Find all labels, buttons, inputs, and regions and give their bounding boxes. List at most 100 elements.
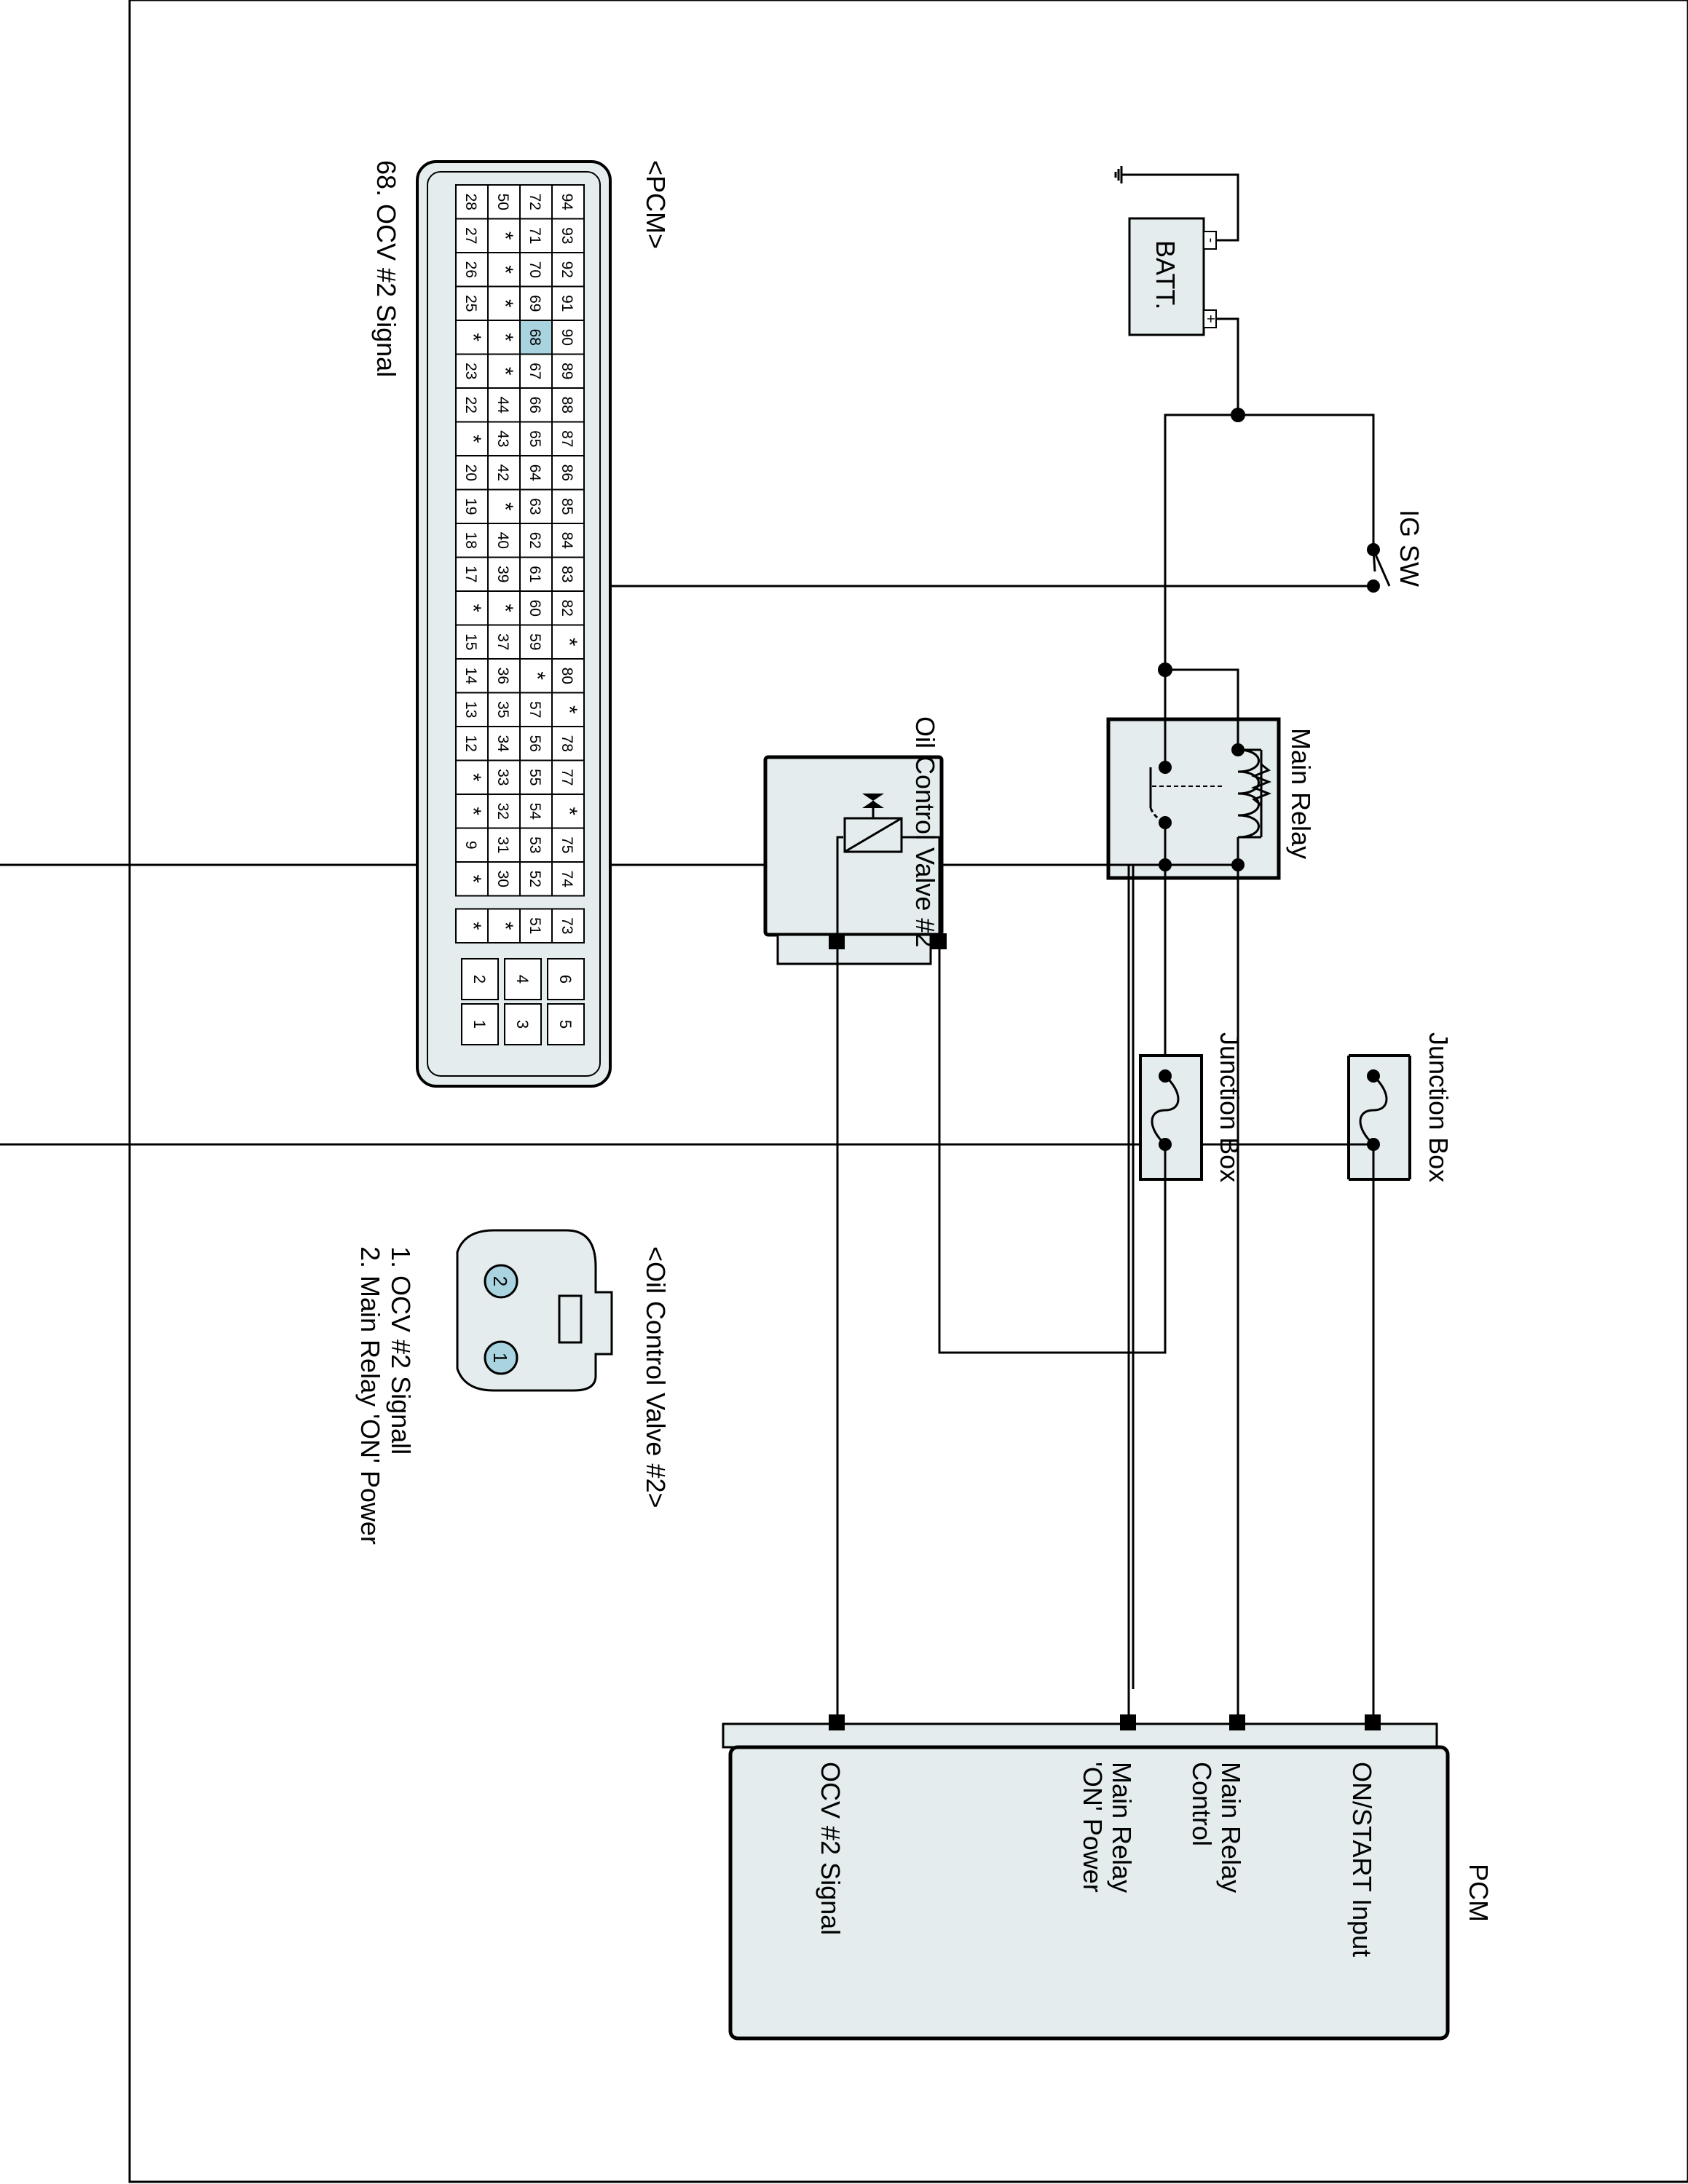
pcm-pin-label: 93 [559,227,575,244]
pcm-pin-label: * [525,671,549,680]
pcm-pin-label: 25 [462,295,479,312]
battery-neg-label: - [1203,238,1219,243]
pcm-power-pin-label: 2 [470,975,489,984]
pcm-pin-label: * [557,638,581,646]
pcm-power-pin-label: 3 [513,1020,532,1029]
pcm-pin-label: 89 [559,363,575,379]
pcm-pin-label: * [461,807,485,815]
pcm-pin-label: 36 [494,668,511,684]
pcm-pin-label: * [493,299,517,308]
pcm-terminal-relay-power: Main Relay'ON' Power [1078,1762,1137,1893]
pcm-pin-label: 92 [559,261,575,278]
pcm-pin-grid: 94939291908988878685848382*80*7877*75747… [455,184,585,1045]
pcm-pin-label: * [493,604,517,612]
pcm-terminal-relay-control: Main RelayControl [1187,1762,1246,1893]
pcm-pin-label: 69 [526,295,543,312]
pcm-pin-label: * [557,705,581,714]
ocv-pin-1 [484,1340,518,1375]
pcm-power-pin-label: 5 [556,1020,575,1029]
ocv-legend-1: 1. OCV #2 Signall [386,1246,416,1455]
pcm-pin-label: 75 [559,836,575,853]
pcm-pin-label: 60 [526,600,543,617]
schematic: - + BATT. IG SW Junction Box [0,160,1494,2041]
pcm-pin-label: 71 [526,227,543,244]
pcm-pin-label: 14 [462,668,479,685]
pcm-pin-label: 22 [462,397,479,414]
pcm-pin-label: 53 [526,836,543,853]
pcm-pin-label: 86 [559,464,575,481]
pcm-pin-label: 87 [559,430,575,447]
pcm-pin-label: 78 [559,735,575,752]
pcm-pin-label: 13 [462,701,479,718]
pcm-pin-label: 70 [526,261,543,278]
pcm-pin-label: * [461,435,485,443]
ocv-connector: <Oil Control Valve #2> 2 1 1. OCV #2 Sig… [355,1229,671,1545]
pcm-pin-label: 39 [494,566,511,582]
pcm-power-pin-cell [461,1003,499,1045]
junction-box-2-label: Junction Box [1215,1032,1245,1182]
junction-box-1: Junction Box [1347,1032,1454,1182]
ocv-label: Oil Control Valve #2 [910,716,940,947]
pcm-pin-label: * [493,232,517,240]
pcm-pin-label: 91 [559,295,575,312]
pcm-pin-label: 31 [494,836,511,853]
pcm-pin-label: * [461,773,485,782]
pcm-pin-label: * [493,502,517,511]
pcm-pin-label: * [493,265,517,274]
ocv-pin-1-label: 1 [489,1353,511,1363]
pcm-pin-label: * [493,922,517,930]
pcm-pin-label: 66 [526,397,543,414]
pcm-pin-label: 65 [526,430,543,447]
pcm-pin-label: 33 [494,769,511,786]
pcm-connector: <PCM> 94939291908988878685848382*80*7877… [371,160,671,1088]
oil-control-valve: Oil Control Valve #2 [763,716,947,965]
pcm-title: PCM [1464,1864,1494,1922]
pcm-pin-label: 54 [526,803,543,820]
pcm-power-pin-cell [547,958,585,1000]
pcm-pin-label: * [461,922,485,930]
pcm-pin-label: 82 [559,600,575,617]
pcm-pin-label: 57 [526,701,543,718]
ocv-pin-2-label: 2 [489,1276,511,1286]
pcm-pin-label: * [461,874,485,883]
pcm-pin-label: 19 [462,498,479,515]
pcm-pin-label: 67 [526,363,543,379]
pcm-pin-label: 40 [494,532,511,549]
main-relay: Main Relay [1106,699,1316,880]
battery-label: BATT. [1151,240,1180,309]
pcm-power-pin-cell [504,958,542,1000]
pcm-pin-label: 30 [494,871,511,887]
pcm-pin-label: 62 [526,532,543,549]
pcm-pin-label: * [493,367,517,376]
battery: - + BATT. [1128,217,1219,336]
pcm-pin-label: 74 [559,871,575,888]
pcm-pin-label: 59 [526,633,543,650]
battery-pos-label: + [1202,314,1218,323]
pcm-power-pin-label: 6 [556,975,575,984]
pcm-pin-label: * [493,333,517,341]
pcm-pin-label: 27 [462,227,479,244]
pcm-terminal-on-start: ON/START Input [1347,1762,1377,1957]
pcm-pin-label: 72 [526,194,543,210]
pcm-pin-label: 85 [559,498,575,515]
pcm-connector-title: <PCM> [641,160,671,249]
pcm-pin-label: * [461,333,485,341]
pcm-pin-label: 12 [462,735,479,752]
pcm-pin-label: 80 [559,668,575,684]
pcm-pin-label: 15 [462,633,479,650]
pcm-power-pin-cell [461,958,499,1000]
ocv-connector-title: <Oil Control Valve #2> [641,1246,671,1508]
pcm-pin-label: 18 [462,532,479,549]
pcm-pin-label: 63 [526,498,543,515]
pcm-pin-label: 17 [462,566,479,582]
pcm-terminal-ocv-signal: OCV #2 Signal [816,1762,845,1935]
pcm-pin-label: 83 [559,566,575,582]
main-relay-label: Main Relay [1286,728,1316,859]
pcm-power-pin-label: 4 [513,975,532,984]
pcm-pin-cell [455,908,489,943]
pcm-pin-label: 44 [494,397,511,414]
pcm-pin-label: 37 [494,633,511,650]
pcm-pin-label: 94 [559,194,575,211]
junction-box-1-label: Junction Box [1424,1032,1454,1182]
page-frame [128,0,1688,2183]
